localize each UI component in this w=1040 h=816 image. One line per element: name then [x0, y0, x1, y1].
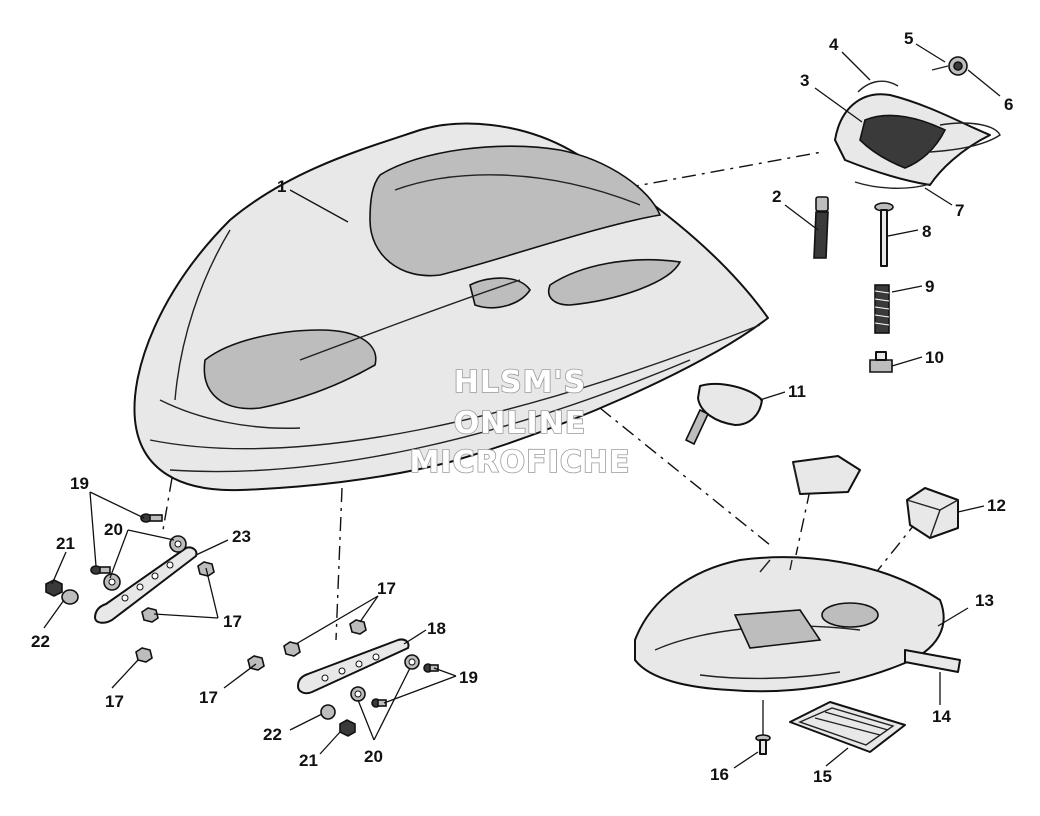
knob-nut: [869, 351, 893, 373]
callout-17-b: 17: [105, 692, 124, 711]
foam-block-left: [792, 455, 861, 495]
decal-label: [904, 649, 961, 673]
callout-16: 16: [710, 765, 729, 784]
bracket-left: [94, 546, 198, 624]
callout-8: 8: [922, 222, 931, 241]
callout-19-a: 19: [70, 474, 89, 493]
callout-17-c: 17: [377, 579, 396, 598]
pin: [755, 700, 771, 755]
hood: [133, 122, 769, 492]
callout-1: 1: [277, 177, 286, 196]
spring: [874, 284, 890, 334]
leader-lines: [43, 43, 1001, 769]
callout-21-b: 21: [299, 751, 318, 770]
watermark-line-1: HLSM'S: [454, 365, 586, 400]
callout-labels: 1 2 3 4 5 6 7 8 9 10 11 12 13 14 15 16 1…: [31, 29, 1013, 786]
strap: [813, 196, 829, 259]
callout-4: 4: [829, 35, 839, 54]
watermark: HLSM'S ONLINE MICROFICHE: [409, 364, 631, 481]
callout-13: 13: [975, 591, 994, 610]
callout-22-a: 22: [31, 632, 50, 651]
windshield-trim: [857, 80, 899, 93]
callout-17-a: 17: [223, 612, 242, 631]
callout-14: 14: [932, 707, 951, 726]
watermark-line-2: ONLINE: [454, 406, 587, 441]
callout-3: 3: [800, 71, 809, 90]
callout-22-b: 22: [263, 725, 282, 744]
callout-23: 23: [232, 527, 251, 546]
windshield: [834, 93, 1001, 186]
callout-19-b: 19: [459, 668, 478, 687]
foam-block-right: [906, 487, 959, 539]
callout-17-d: 17: [199, 688, 218, 707]
callout-11: 11: [788, 382, 806, 401]
callout-9: 9: [925, 277, 934, 296]
callout-12: 12: [987, 496, 1006, 515]
callout-20-a: 20: [104, 520, 123, 539]
callout-21-a: 21: [56, 534, 75, 553]
callout-15: 15: [813, 767, 832, 786]
watermark-line-3: MICROFICHE: [410, 445, 631, 480]
mirror: [684, 382, 763, 446]
bracket-right: [297, 638, 410, 695]
callout-2: 2: [772, 187, 781, 206]
cover-plate: [789, 701, 906, 753]
callout-18: 18: [427, 619, 446, 638]
hardware-left: [45, 513, 215, 663]
windshield-knob: [931, 56, 968, 76]
callout-10: 10: [925, 348, 944, 367]
bolt-long: [874, 202, 894, 267]
windshield-seal: [854, 181, 931, 189]
callout-20-b: 20: [364, 747, 383, 766]
belly-pan: [634, 556, 945, 693]
callout-6: 6: [1004, 95, 1013, 114]
callout-5: 5: [904, 29, 913, 48]
callout-7: 7: [955, 201, 964, 220]
